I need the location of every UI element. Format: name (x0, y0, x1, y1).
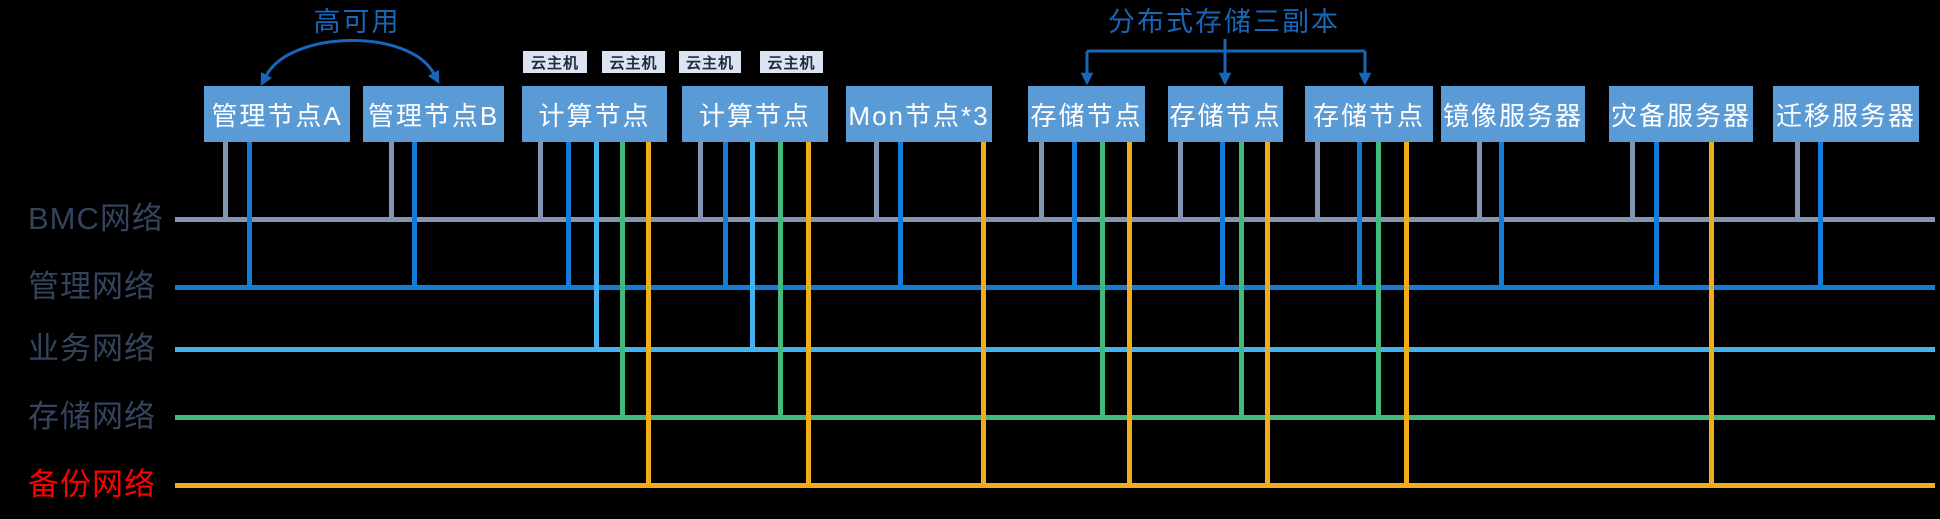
network-label-backup: 备份网络 (28, 467, 156, 502)
cloud-host-box-2: 云主机 (602, 51, 665, 73)
node-box-10: 灾备服务器 (1609, 86, 1753, 142)
network-line-storage (175, 415, 1935, 420)
network-label-mgmt: 管理网络 (28, 269, 156, 304)
network-line-mgmt (175, 285, 1935, 290)
network-line-bmc (175, 217, 1935, 222)
node-box-11: 迁移服务器 (1773, 86, 1919, 142)
connector-bmc (698, 140, 703, 221)
node-box-5: Mon节点*3 (846, 86, 992, 142)
connector-bmc (1795, 140, 1800, 221)
ha-annotation-label: 高可用 (313, 7, 401, 37)
connector-mgmt (1499, 140, 1504, 289)
connector-backup (806, 140, 811, 487)
connector-mgmt (1220, 140, 1225, 289)
node-box-2: 管理节点B (363, 86, 504, 142)
replica-annotation-label: 分布式存储三副本 (1108, 7, 1340, 37)
connector-bmc (223, 140, 228, 221)
connector-mgmt (898, 140, 903, 289)
connector-backup (1709, 140, 1714, 487)
connector-mgmt (1818, 140, 1823, 289)
connector-storage (1376, 140, 1381, 419)
network-line-biz (175, 347, 1935, 352)
connector-bmc (1178, 140, 1183, 221)
connector-bmc (1039, 140, 1044, 221)
ha-double-arrow (260, 39, 440, 87)
connector-mgmt (1072, 140, 1077, 289)
connector-storage (1100, 140, 1105, 419)
node-box-3: 计算节点 (522, 86, 667, 142)
connector-bmc (1477, 140, 1482, 221)
connector-mgmt (1357, 140, 1362, 289)
connector-mgmt (566, 140, 571, 289)
node-box-8: 存储节点 (1305, 86, 1433, 142)
node-box-9: 镜像服务器 (1441, 86, 1585, 142)
node-box-6: 存储节点 (1028, 86, 1145, 142)
connector-mgmt (412, 140, 417, 289)
connector-storage (620, 140, 625, 419)
connector-bmc (389, 140, 394, 221)
node-box-1: 管理节点A (204, 86, 350, 142)
network-line-backup (175, 483, 1935, 488)
connector-backup (1265, 140, 1270, 487)
connector-storage (1239, 140, 1244, 419)
connector-biz (750, 140, 755, 351)
cloud-host-box-4: 云主机 (760, 51, 823, 73)
connector-backup (646, 140, 651, 487)
connector-backup (1404, 140, 1409, 487)
network-label-storage: 存储网络 (28, 399, 156, 434)
connector-bmc (874, 140, 879, 221)
connector-mgmt (247, 140, 252, 289)
connector-mgmt (1654, 140, 1659, 289)
node-box-7: 存储节点 (1168, 86, 1283, 142)
connector-bmc (538, 140, 543, 221)
connector-backup (981, 140, 986, 487)
node-box-4: 计算节点 (682, 86, 828, 142)
connector-bmc (1315, 140, 1320, 221)
network-label-bmc: BMC网络 (28, 201, 164, 236)
connector-backup (1127, 140, 1132, 487)
connector-storage (778, 140, 783, 419)
connector-mgmt (723, 140, 728, 289)
connector-biz (594, 140, 599, 351)
cloud-host-box-3: 云主机 (679, 51, 741, 73)
cloud-host-box-1: 云主机 (523, 51, 587, 73)
network-label-biz: 业务网络 (28, 331, 156, 366)
connector-bmc (1630, 140, 1635, 221)
